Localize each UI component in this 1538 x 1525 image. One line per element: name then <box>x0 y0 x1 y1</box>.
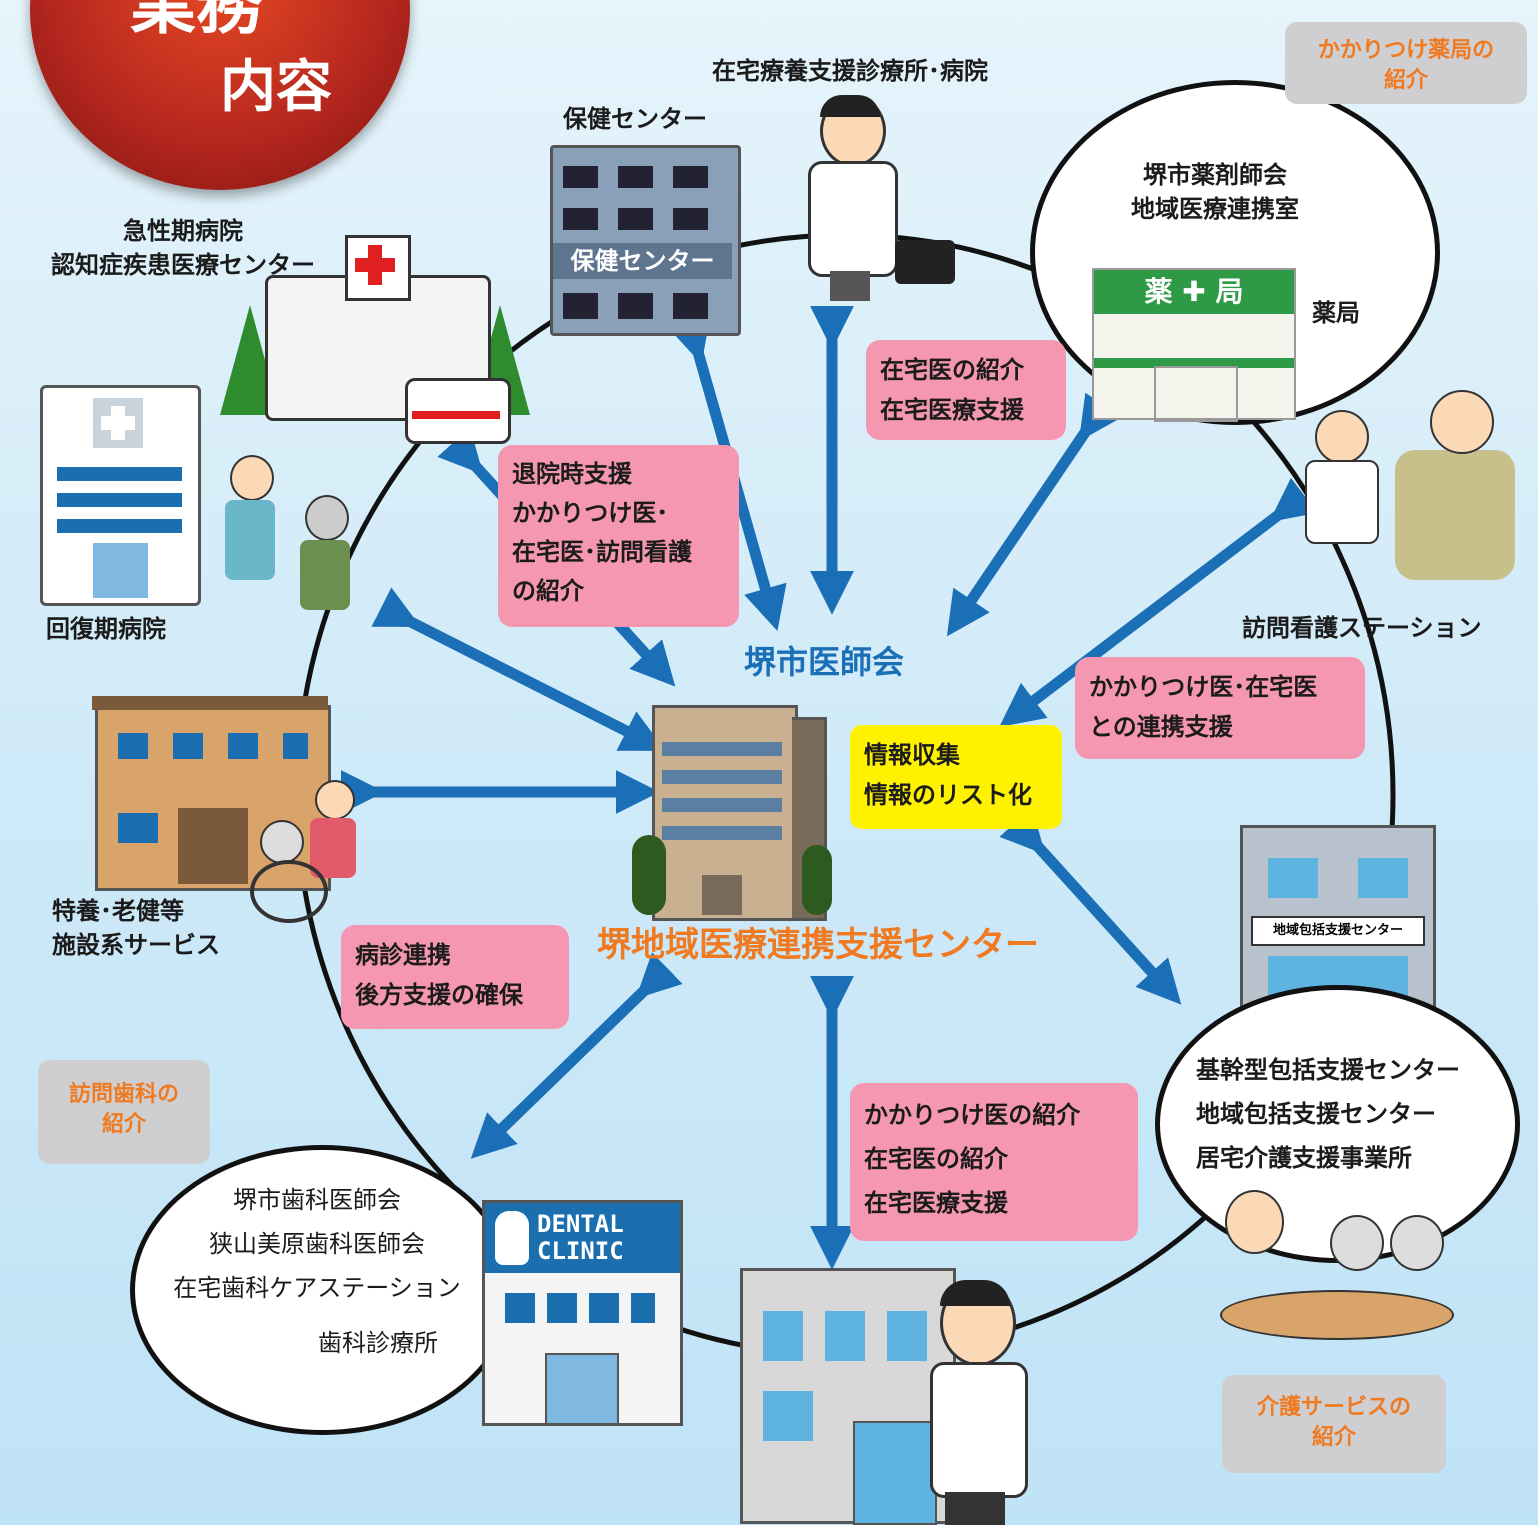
care-intro-line-2: 紹介 <box>1311 1425 1356 1450</box>
discharge-support-box: 退院時支援 かかりつけ医･ 在宅医･訪問看護 の紹介 <box>498 445 739 627</box>
nursing-link-box: かかりつけ医･在宅医 との連携支援 <box>1075 657 1365 759</box>
discharge-line-4: の紹介 <box>512 577 584 605</box>
center-building <box>632 705 832 921</box>
care-center-building: 地域包括支援センター <box>1240 825 1436 1026</box>
label-pharmacist-assoc: 堺市薬剤師会 地域医療連携室 <box>1070 158 1360 226</box>
pharmacy-intro-line-1: かかりつけ薬局の <box>1317 38 1495 63</box>
badge-text-1: 業務 <box>130 0 262 43</box>
dental-clinic-building: DENTAL CLINIC <box>482 1200 683 1426</box>
label-dental-clinic: 歯科診療所 <box>318 1329 438 1357</box>
label-acute-hospital: 急性期病院 認知症疾患医療センター <box>18 214 348 282</box>
pharmacy-link-box: 在宅医の紹介 在宅医療支援 <box>866 340 1066 440</box>
nursing-link-line-1: かかりつけ医･在宅医 <box>1089 673 1318 701</box>
care-intro-box: 介護サービスの 紹介 <box>1222 1375 1446 1473</box>
pharmacy-intro-box: かかりつけ薬局の 紹介 <box>1285 22 1527 104</box>
caregiver-wheelchair-figure <box>240 780 360 923</box>
pharmacy-sign: 薬 ✚ 局 <box>1094 270 1294 314</box>
dental-line-3: 在宅歯科ケアステーション <box>173 1274 461 1302</box>
pharmacist-line-2: 地域医療連携室 <box>1131 195 1299 223</box>
label-care-centers: 基幹型包括支援センター 地域包括支援センター 居宅介護支援事業所 <box>1196 1048 1460 1180</box>
badge-text-2: 内容 <box>220 55 332 120</box>
care-line-2: 地域包括支援センター <box>1196 1100 1436 1128</box>
hospital-link-line-2: 後方支援の確保 <box>355 981 523 1009</box>
facilities-line-1: 特養･老健等 <box>52 897 184 925</box>
briefcase-icon <box>895 240 955 284</box>
acute-line-2: 認知症疾患医療センター <box>51 251 315 279</box>
bottom-link-line-3: 在宅医療支援 <box>864 1189 1008 1217</box>
bottom-link-box: かかりつけ医の紹介 在宅医の紹介 在宅医療支援 <box>850 1083 1138 1241</box>
hoken-center-building: 保健センター <box>550 145 741 336</box>
arrow-nursing <box>999 477 1318 727</box>
dental-intro-line-1: 訪問歯科の <box>68 1082 179 1107</box>
acute-line-1: 急性期病院 <box>123 217 243 245</box>
care-line-3: 居宅介護支援事業所 <box>1196 1144 1412 1172</box>
info-line-1: 情報収集 <box>864 741 960 769</box>
facilities-line-2: 施設系サービス <box>52 931 220 959</box>
label-nursing-station: 訪問看護ステーション <box>1242 614 1482 642</box>
label-hoken-center: 保健センター <box>563 105 707 133</box>
label-pharmacy: 薬局 <box>1312 299 1360 327</box>
pharmacist-line-1: 堺市薬剤師会 <box>1143 161 1287 189</box>
label-recovery-hospital: 回復期病院 <box>46 615 166 643</box>
discharge-line-1: 退院時支援 <box>512 460 632 488</box>
consultation-figures <box>1210 1190 1455 1350</box>
nursing-figures <box>1255 390 1525 600</box>
pharmacy-intro-line-2: 紹介 <box>1383 68 1428 93</box>
arrow-dental <box>470 952 683 1159</box>
arrow-pharmacy <box>946 392 1122 637</box>
dental-intro-line-2: 紹介 <box>101 1112 146 1137</box>
clinic-doctor-figure-bottom <box>925 1280 1035 1525</box>
clinic-building <box>740 1268 956 1525</box>
dental-line-1: 堺市歯科医師会 <box>233 1186 401 1214</box>
arrow-care <box>999 807 1182 1005</box>
hospital-link-line-1: 病診連携 <box>355 941 451 969</box>
clinic-doctor-figure <box>790 95 910 305</box>
arrow-recovery <box>371 587 666 751</box>
dental-line-2: 狭山美原歯科医師会 <box>209 1230 425 1258</box>
bottom-link-line-1: かかりつけ医の紹介 <box>864 1101 1081 1129</box>
acute-hospital-building <box>210 235 540 425</box>
rehab-figures <box>225 455 365 635</box>
dental-intro-box: 訪問歯科の 紹介 <box>38 1060 210 1164</box>
center-title: 堺地域医療連携支援センター <box>597 925 1039 965</box>
dental-sign-line-1: DENTAL <box>537 1210 624 1238</box>
label-dental-assoc: 堺市歯科医師会 狭山美原歯科医師会 在宅歯科ケアステーション <box>152 1178 482 1310</box>
discharge-line-2: かかりつけ医･ <box>512 499 669 527</box>
care-intro-line-1: 介護サービスの <box>1256 1395 1411 1420</box>
label-facilities: 特養･老健等 施設系サービス <box>52 894 220 962</box>
pharmacy-link-line-1: 在宅医の紹介 <box>880 356 1024 384</box>
nursing-link-line-2: との連携支援 <box>1089 713 1233 741</box>
association-title: 堺市医師会 <box>744 643 905 681</box>
hoken-sign: 保健センター <box>553 243 732 279</box>
dental-assoc-bubble <box>130 1145 515 1435</box>
discharge-line-3: 在宅医･訪問看護 <box>512 538 692 566</box>
label-zaitaku-clinic: 在宅療養支援診療所･病院 <box>712 57 988 85</box>
pharmacy-building: 薬 ✚ 局 <box>1092 268 1296 422</box>
info-box: 情報収集 情報のリスト化 <box>850 725 1062 829</box>
ambulance-icon <box>405 378 511 444</box>
pharmacy-link-line-2: 在宅医療支援 <box>880 396 1024 424</box>
dental-sign-line-2: CLINIC <box>537 1237 624 1265</box>
bottom-link-line-2: 在宅医の紹介 <box>864 1145 1008 1173</box>
care-line-1: 基幹型包括支援センター <box>1196 1056 1460 1084</box>
hospital-link-box: 病診連携 後方支援の確保 <box>341 925 569 1029</box>
recovery-hospital-building <box>40 385 201 606</box>
care-sign: 地域包括支援センター <box>1251 916 1425 946</box>
info-line-2: 情報のリスト化 <box>864 781 1032 809</box>
